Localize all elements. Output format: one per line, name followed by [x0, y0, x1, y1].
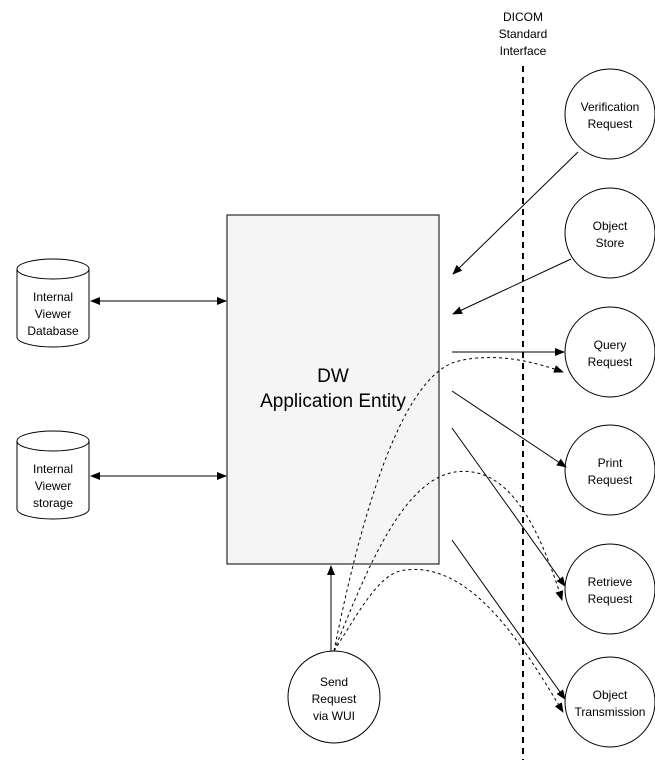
- internal-viewer-storage: Internal Viewer storage: [16, 430, 90, 520]
- node-label-line: Transmission: [575, 705, 646, 719]
- database-label-line: Database: [27, 324, 79, 338]
- print-request-node: Print Request: [564, 424, 655, 516]
- interface-label-line: Interface: [500, 44, 547, 58]
- query-request-node: Query Request: [564, 306, 655, 398]
- retrieve-request-node: Retrieve Request: [564, 543, 655, 635]
- transmission-outbound-arrow: [451, 539, 566, 700]
- node-label-line: Query: [594, 338, 627, 352]
- node-label-line: Request: [588, 592, 633, 606]
- print-outbound-arrow: [451, 390, 567, 468]
- cylinder-top: [16, 258, 90, 280]
- cylinder-body: [16, 269, 90, 348]
- retrieve-outbound-arrow: [451, 427, 566, 587]
- node-label-line: Request: [588, 355, 633, 369]
- storage-label-line: Viewer: [35, 479, 71, 493]
- node-label-line: Retrieve: [588, 575, 633, 589]
- node-label-line: Print: [598, 456, 623, 470]
- verification-inbound-arrow: [452, 151, 579, 275]
- verification-request-node: Verification Request: [564, 68, 655, 160]
- dw-application-entity: DW Application Entity: [226, 214, 440, 565]
- sender-transmission-dashed-arrow: [333, 568, 564, 713]
- interface-label-line: Standard: [499, 27, 548, 41]
- node-label-line: Object: [593, 688, 628, 702]
- node-label-line: Request: [588, 117, 633, 131]
- database-label-line: Internal: [33, 290, 73, 304]
- sender-retrieve-dashed-arrow: [333, 470, 564, 652]
- entity-subtitle: Application Entity: [260, 391, 406, 412]
- interface-label: DICOM Standard Interface: [499, 10, 548, 58]
- storage-label-line: Internal: [33, 462, 73, 476]
- storage-label-line: storage: [33, 496, 73, 510]
- internal-viewer-database: Internal Viewer Database: [16, 258, 90, 348]
- send-request-node: Send Request via WUI: [287, 650, 381, 744]
- sender-label-line: via WUI: [313, 709, 355, 723]
- node-label-line: Object: [593, 219, 628, 233]
- object-transmission-node: Object Transmission: [564, 656, 655, 748]
- node-label-line: Store: [596, 236, 625, 250]
- cylinder-body: [16, 441, 90, 520]
- cylinder-top: [16, 430, 90, 452]
- entity-title: DW: [317, 366, 349, 387]
- object-store-inbound-arrow: [452, 258, 572, 315]
- sender-label-line: Request: [312, 692, 357, 706]
- interface-label-line: DICOM: [503, 10, 543, 24]
- sender-label-line: Send: [320, 675, 348, 689]
- node-label-line: Request: [588, 473, 633, 487]
- database-label-line: Viewer: [35, 307, 71, 321]
- sender-query-dashed-arrow: [333, 357, 564, 652]
- entity-box: [226, 214, 440, 565]
- node-label-line: Verification: [581, 100, 640, 114]
- object-store-node: Object Store: [564, 187, 655, 279]
